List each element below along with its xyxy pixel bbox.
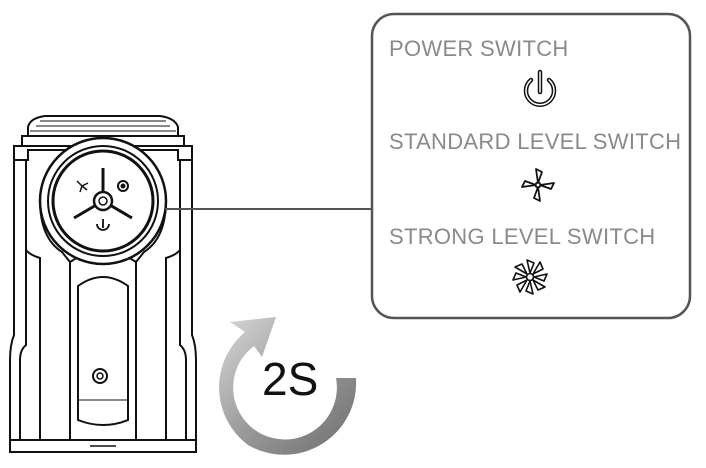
standard-level-switch-label: STANDARD LEVEL SWITCH	[389, 129, 682, 154]
dial-fan-standard-icon	[76, 180, 89, 193]
hold-duration-text: 2S	[262, 353, 319, 405]
power-switch-label: POWER SWITCH	[389, 36, 569, 61]
dial-fan-strong-icon	[117, 180, 129, 192]
dial-power-icon	[96, 219, 110, 231]
fan-strong-icon	[512, 259, 548, 295]
strong-level-switch-label: STRONG LEVEL SWITCH	[389, 224, 656, 249]
fan-standard-icon	[521, 168, 555, 202]
control-dial	[38, 136, 168, 266]
callout-panel	[370, 12, 692, 320]
device-body	[9, 115, 197, 453]
